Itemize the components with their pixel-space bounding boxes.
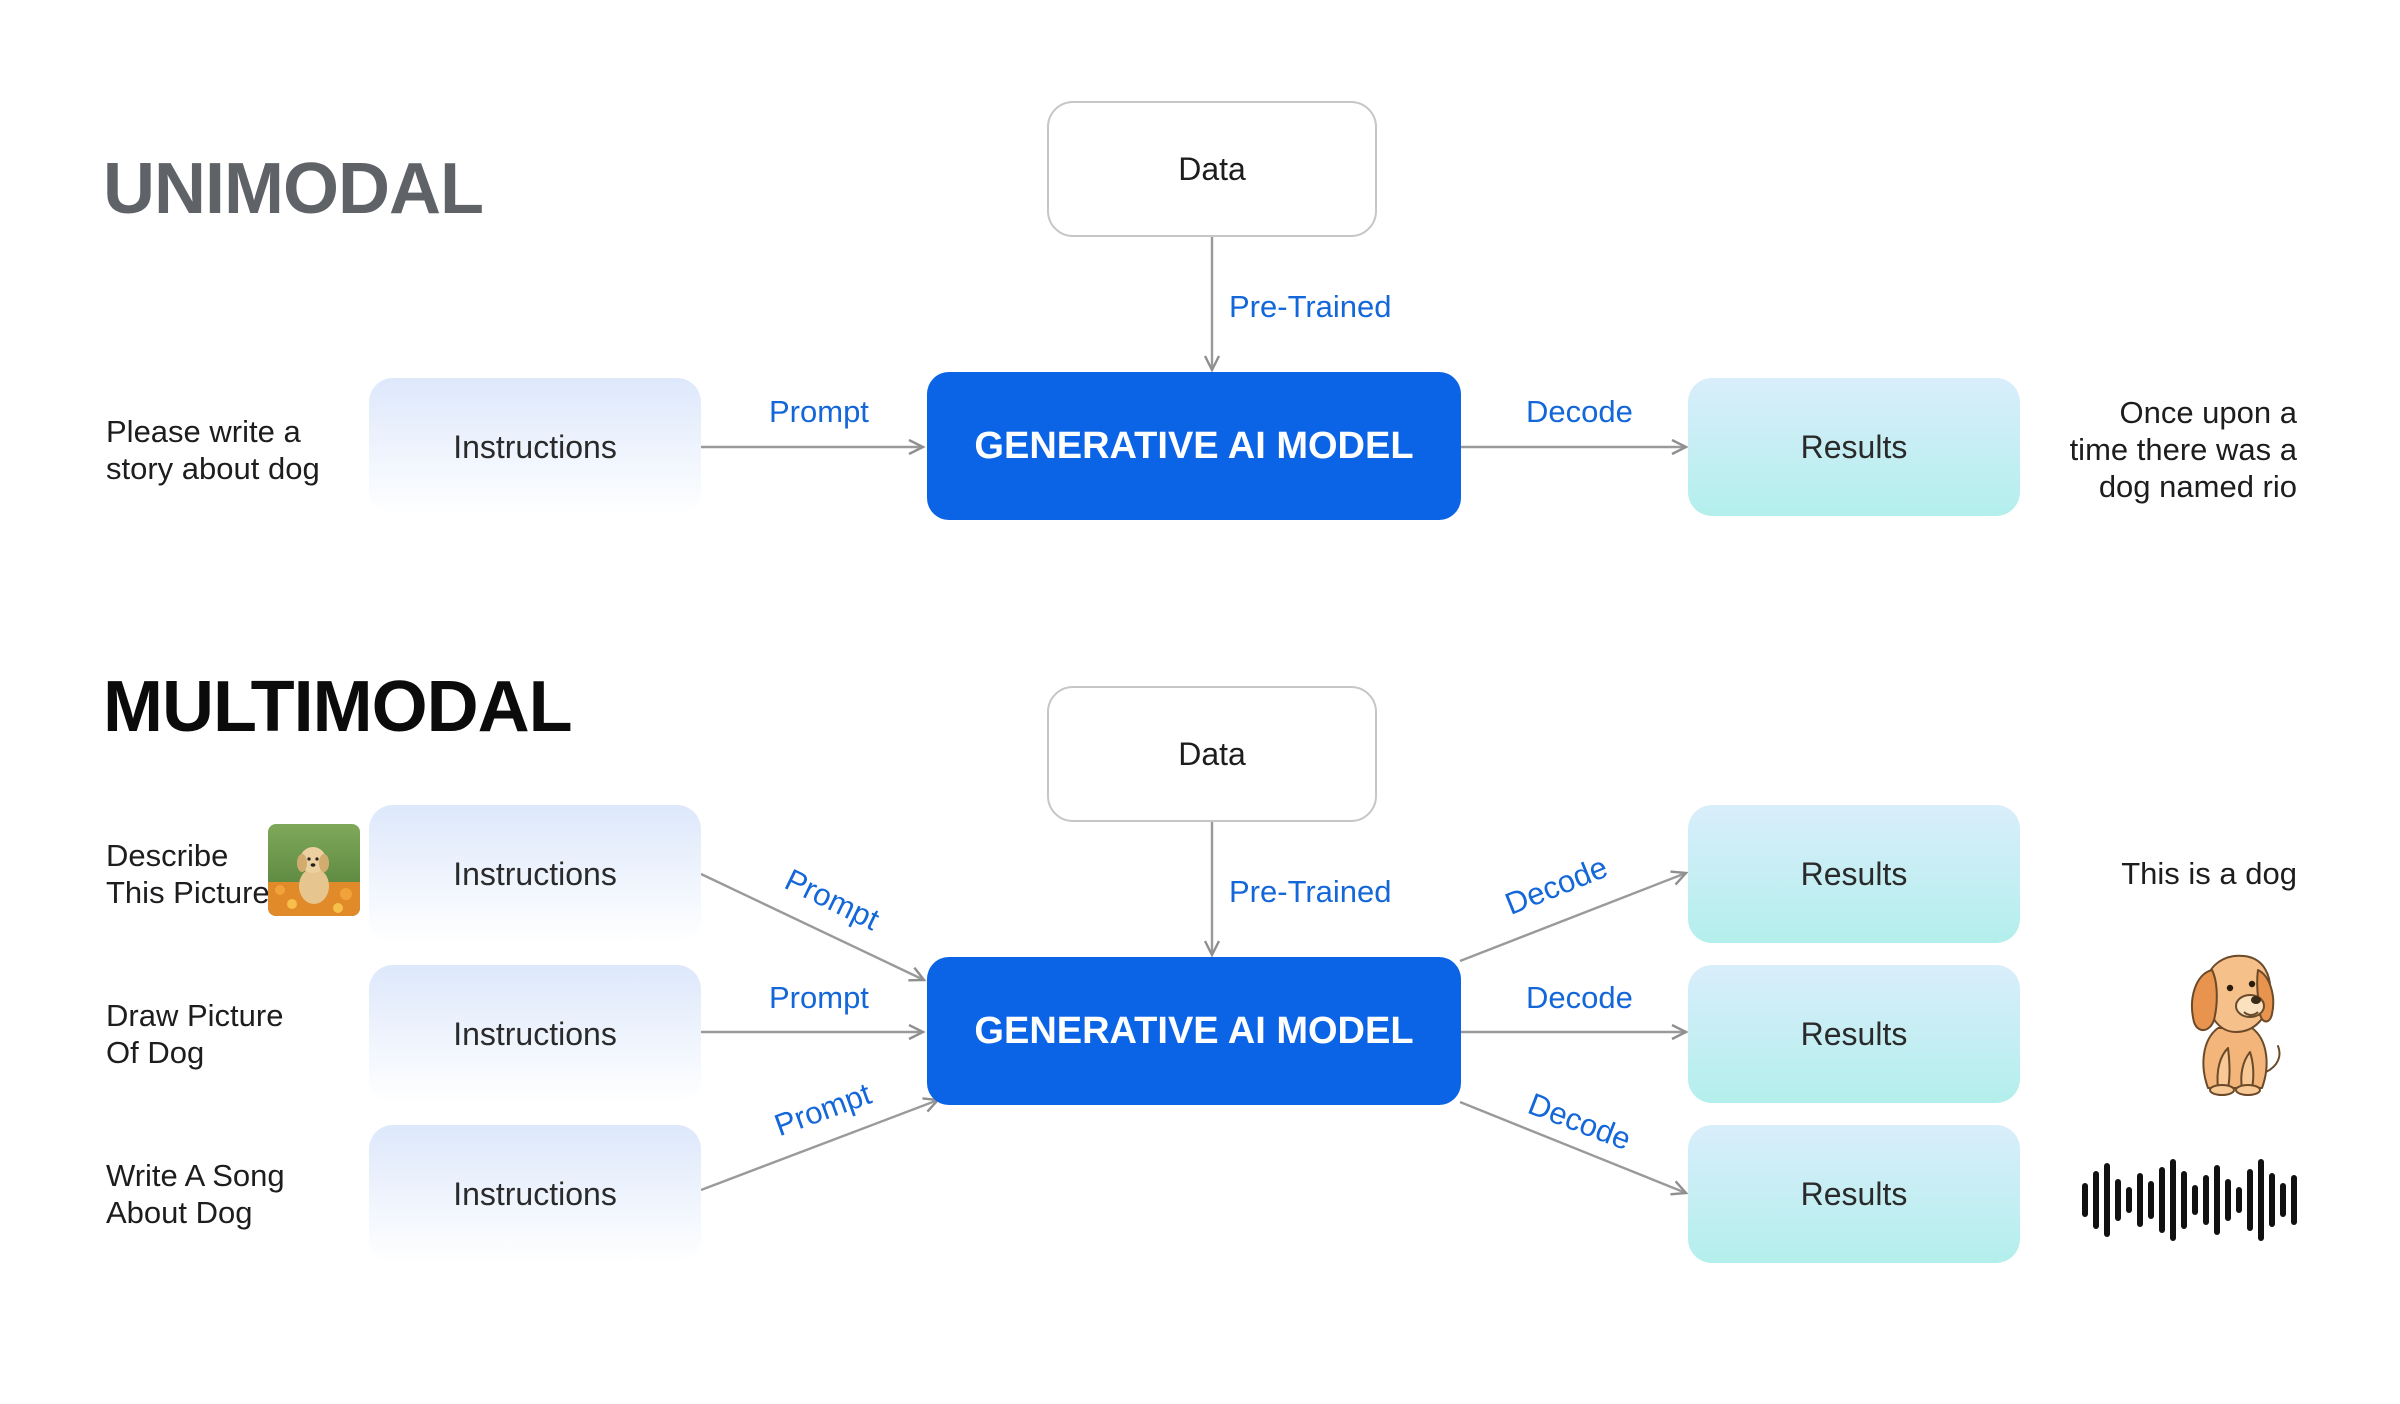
multi-row1-results-box: Results (1688, 805, 2020, 943)
audio-waveform-icon (2080, 1158, 2304, 1242)
uni-input-line-1: Please write a (106, 414, 301, 449)
multi-model-label: GENERATIVE AI MODEL (974, 1009, 1414, 1052)
uni-output-line-3: dog named rio (2098, 469, 2297, 504)
multi-prompt-arrow-3 (700, 1100, 938, 1192)
multi-row1-output-text: This is a dog (2121, 856, 2297, 891)
uni-output-line-2: time there was a (2069, 432, 2297, 467)
multi-prompt-arrow-1 (700, 872, 924, 980)
unimodal-heading: UNIMODAL (103, 149, 484, 229)
multi-row3-instructions-label: Instructions (453, 1175, 617, 1212)
uni-output-text: Once upon a time there was a dog named r… (2070, 394, 2297, 505)
uni-results-label: Results (1800, 428, 1908, 465)
uni-input-text: Please write a story about dog (106, 413, 320, 487)
multi-row3-input-text: Write A Song About Dog (106, 1157, 285, 1231)
uni-data-label: Data (1178, 150, 1246, 187)
uni-generative-ai-model-box: GENERATIVE AI MODEL (927, 372, 1461, 520)
multi-pretrained-label: Pre-Trained (1229, 874, 1392, 909)
multi-row1-input-line-2: This Picture (106, 875, 270, 910)
multimodal-heading: MULTIMODAL (103, 667, 573, 747)
uni-instructions-label: Instructions (453, 428, 617, 465)
multi-row2-decode-label: Decode (1526, 980, 1633, 1015)
multi-row2-input-line-2: Of Dog (106, 1035, 205, 1070)
multi-decode-arrow-3 (1459, 1100, 1686, 1193)
uni-model-label: GENERATIVE AI MODEL (974, 424, 1414, 467)
multi-row3-input-line-2: About Dog (106, 1195, 253, 1230)
multi-row1-instructions-box: Instructions (369, 805, 701, 943)
multi-row3-input-line-1: Write A Song (106, 1158, 285, 1193)
multi-row2-results-box: Results (1688, 965, 2020, 1103)
uni-output-line-1: Once upon a (2119, 395, 2297, 430)
multi-row2-input-line-1: Draw Picture (106, 998, 284, 1033)
uni-prompt-label: Prompt (769, 394, 869, 429)
multi-row2-input-text: Draw Picture Of Dog (106, 997, 283, 1071)
dog-photo-icon (268, 824, 360, 916)
multi-row3-instructions-box: Instructions (369, 1125, 701, 1263)
multi-decode-arrow-1 (1459, 873, 1686, 963)
dog-illustration-icon (2178, 948, 2288, 1098)
multi-row1-results-label: Results (1800, 855, 1908, 892)
multi-row2-instructions-label: Instructions (453, 1015, 617, 1052)
multi-row3-results-box: Results (1688, 1125, 2020, 1263)
uni-pretrained-label: Pre-Trained (1229, 289, 1392, 324)
uni-instructions-box: Instructions (369, 378, 701, 516)
multi-row1-instructions-label: Instructions (453, 855, 617, 892)
multi-data-box: Data (1047, 686, 1377, 822)
multi-data-label: Data (1178, 735, 1246, 772)
multi-row2-instructions-box: Instructions (369, 965, 701, 1103)
uni-decode-label: Decode (1526, 394, 1633, 429)
multi-row2-results-label: Results (1800, 1015, 1908, 1052)
uni-data-box: Data (1047, 101, 1377, 237)
multi-row2-prompt-label: Prompt (769, 980, 869, 1015)
multi-row1-input-line-1: Describe (106, 838, 229, 873)
multi-row1-input-text: Describe This Picture (106, 837, 270, 911)
multi-generative-ai-model-box: GENERATIVE AI MODEL (927, 957, 1461, 1105)
uni-input-line-2: story about dog (106, 451, 320, 486)
uni-results-box: Results (1688, 378, 2020, 516)
multi-row3-results-label: Results (1800, 1175, 1908, 1212)
